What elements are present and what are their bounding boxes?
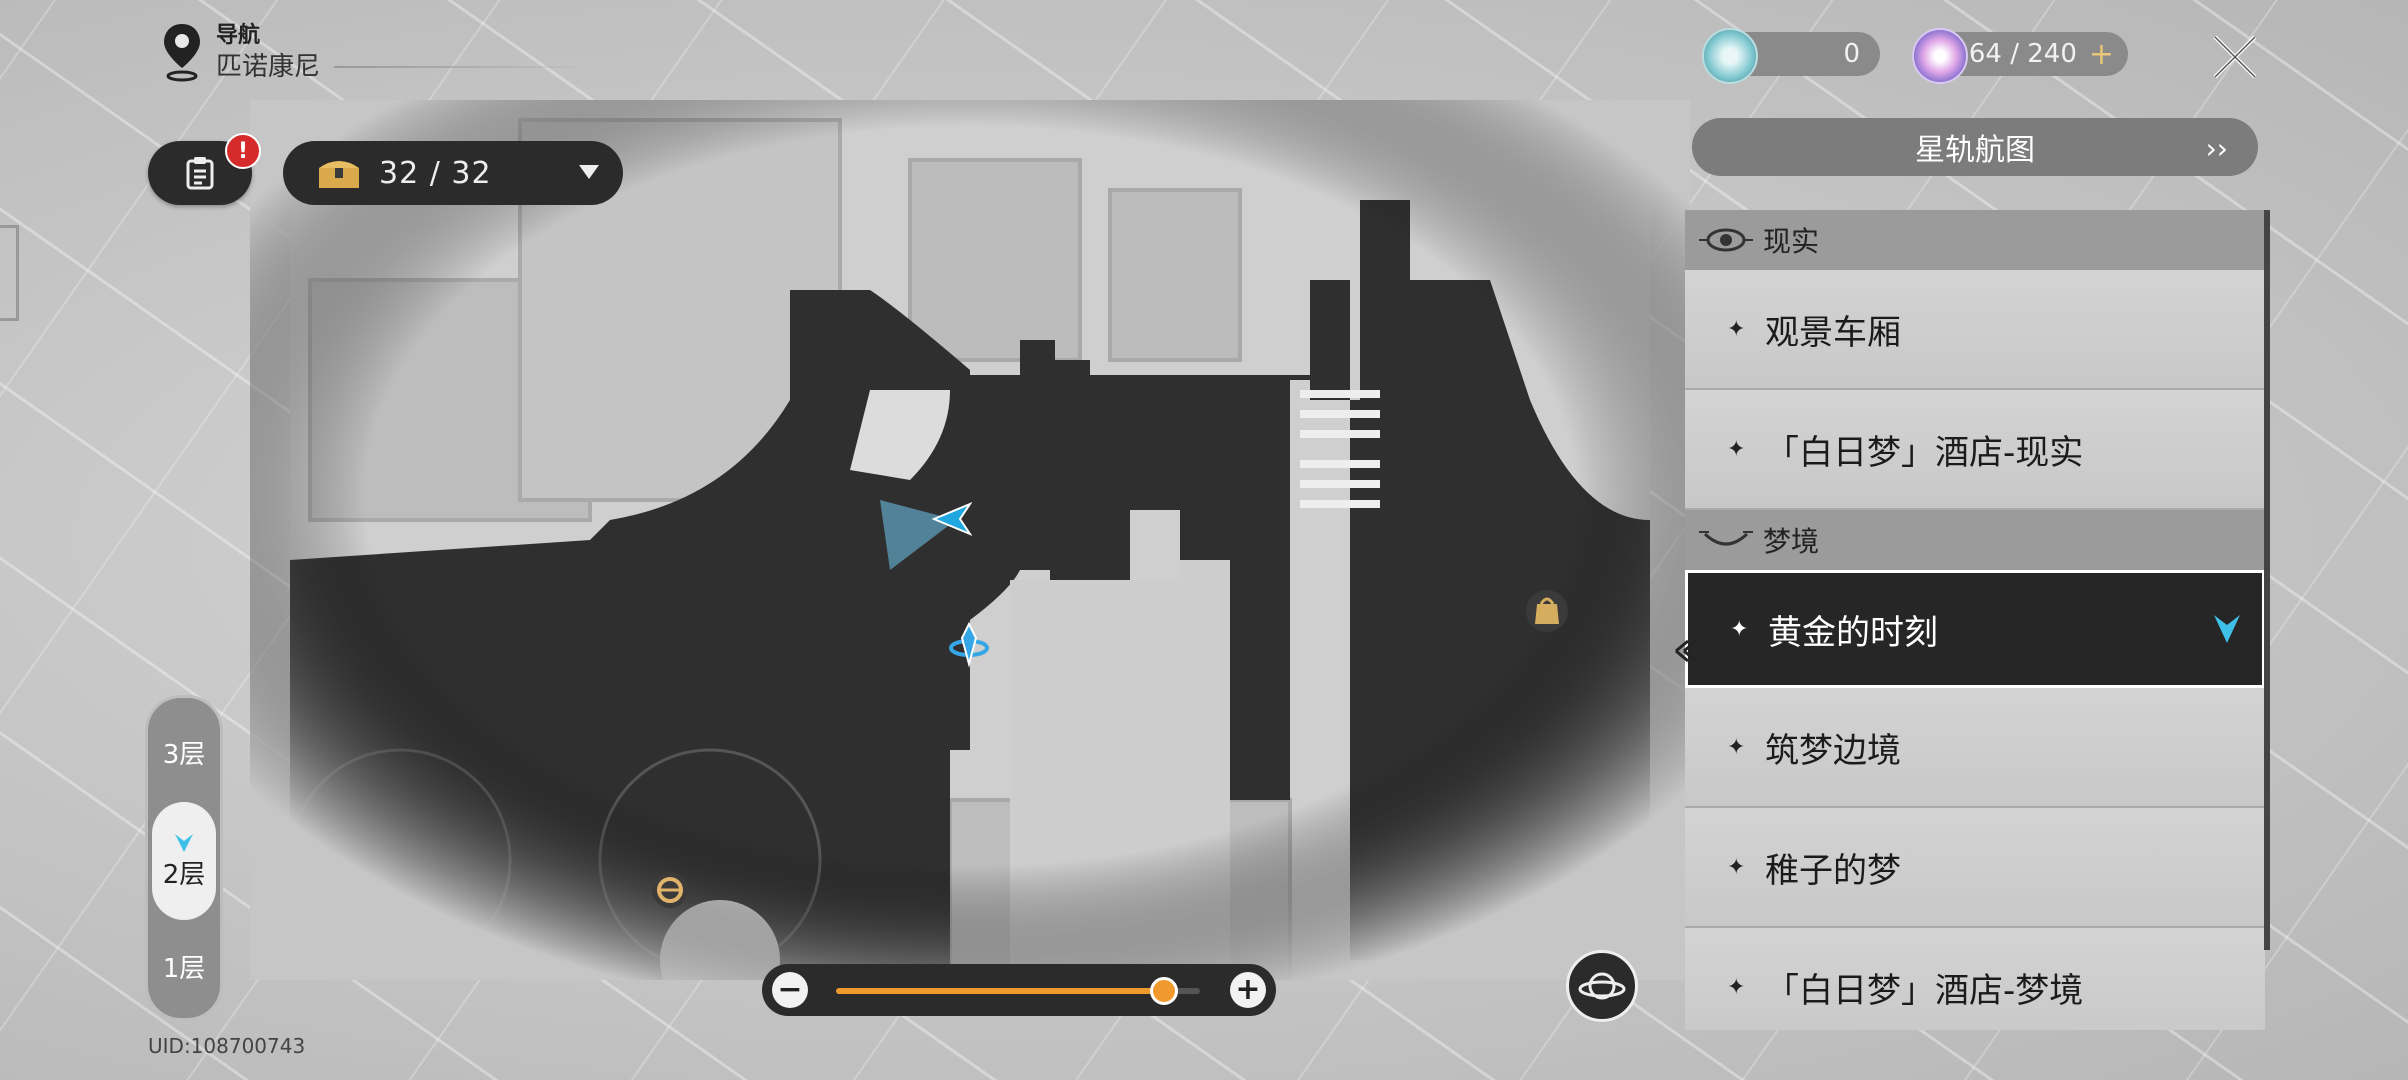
space-anchor-icon[interactable]	[946, 618, 992, 672]
current-floor-marker-icon	[175, 833, 193, 852]
treasure-chest-icon	[319, 161, 359, 188]
notification-badge: !	[225, 133, 261, 169]
planet-switch-button[interactable]	[1566, 950, 1638, 1022]
player-uid: UID:108700743	[148, 1034, 306, 1058]
nav-label: 导航	[216, 23, 261, 48]
current-location-icon	[2214, 615, 2240, 643]
area-item-label: 筑梦边境	[1765, 730, 1901, 771]
trailblaze-power-icon	[1912, 28, 1968, 84]
planet-icon	[1578, 972, 1626, 1000]
star-bullet-icon: ✦	[1727, 854, 1746, 880]
floor-selector: 3层 2层 1层	[145, 695, 223, 1021]
double-chevron-right-icon: ››	[2205, 132, 2228, 165]
floor-2-label: 2层	[162, 859, 206, 890]
area-item-golden-hour[interactable]: ✦ 黄金的时刻	[1685, 570, 2265, 688]
add-power-button[interactable]: +	[2088, 36, 2114, 72]
area-item-label: 观景车厢	[1765, 312, 1901, 353]
floor-1-button[interactable]: 1层	[162, 954, 206, 984]
zoom-slider[interactable]	[836, 977, 1200, 1005]
chest-count: 32 / 32	[379, 155, 492, 191]
area-item-label: 「白日梦」酒店-梦境	[1765, 970, 2084, 1011]
location-pin-icon	[164, 24, 200, 82]
area-item-hotel-reality[interactable]: ✦ 「白日梦」酒店-现实	[1685, 390, 2265, 510]
area-item-label: 稚子的梦	[1765, 850, 1901, 891]
area-item-dream-edge[interactable]: ✦ 筑梦边境	[1685, 688, 2265, 808]
zoom-slider-fill	[836, 988, 1164, 994]
left-edge-decoration	[0, 225, 19, 321]
eye-icon	[1699, 228, 1753, 252]
stellar-jade-value: 0	[1843, 39, 1860, 69]
zoom-out-button[interactable]: −	[772, 972, 808, 1008]
map-view[interactable]	[250, 100, 1690, 1020]
chest-dropdown-arrow-icon[interactable]	[579, 165, 599, 179]
area-item-label: 黄金的时刻	[1768, 612, 1938, 653]
map-canvas[interactable]	[250, 100, 1690, 1020]
area-item-hotel-dreamscape[interactable]: ✦ 「白日梦」酒店-梦境	[1685, 928, 2265, 1030]
trailblaze-power-value: 64 / 240	[1968, 39, 2077, 69]
player-arrow-icon	[932, 502, 972, 536]
synthesizer-icon[interactable]	[650, 870, 690, 910]
star-bullet-icon: ✦	[1727, 974, 1746, 1000]
floor-2-button[interactable]: 2层	[152, 802, 216, 920]
area-item-observation-car[interactable]: ✦ 观景车厢	[1685, 270, 2265, 390]
clipboard-icon	[186, 157, 214, 190]
area-list-panel: 现实 ✦ 观景车厢 ✦ 「白日梦」酒店-现实 梦境 ✦ 黄金的时刻 ✦ 筑梦边境…	[1685, 210, 2265, 1030]
shop-bag-icon[interactable]	[1524, 588, 1570, 634]
section-reality-title: 现实	[1763, 225, 1820, 258]
star-bullet-icon: ✦	[1730, 616, 1749, 642]
region-name: 匹诺康尼	[216, 50, 595, 84]
star-bullet-icon: ✦	[1727, 734, 1746, 760]
zoom-slider-handle[interactable]	[1149, 977, 1178, 1005]
star-rail-map-button[interactable]: 星轨航图 ››	[1692, 118, 2258, 176]
section-reality: 现实	[1685, 210, 2265, 270]
section-dreamscape-title: 梦境	[1763, 525, 1820, 558]
floor-3-button[interactable]: 3层	[162, 740, 206, 770]
star-bullet-icon: ✦	[1727, 316, 1746, 342]
stellar-jade-currency[interactable]: 0	[1702, 28, 1880, 84]
zoom-in-button[interactable]: +	[1230, 972, 1266, 1008]
stellar-jade-icon	[1702, 28, 1758, 84]
close-icon[interactable]	[2210, 32, 2260, 82]
region-divider	[334, 66, 595, 68]
section-dreamscape: 梦境	[1685, 510, 2265, 570]
region-name-text: 匹诺康尼	[216, 52, 321, 82]
treasure-chest-counter[interactable]: 32 / 32	[283, 141, 623, 205]
navigation-header: 导航 匹诺康尼	[160, 22, 595, 84]
area-item-label: 「白日梦」酒店-现实	[1765, 432, 2084, 473]
star-bullet-icon: ✦	[1727, 436, 1746, 462]
zoom-control: − +	[762, 964, 1276, 1016]
dream-icon	[1699, 531, 1753, 546]
trailblaze-power-currency[interactable]: 64 / 240 +	[1912, 28, 2128, 84]
area-item-childs-dream[interactable]: ✦ 稚子的梦	[1685, 808, 2265, 928]
selection-pointer-icon	[1675, 639, 1697, 663]
star-rail-map-label: 星轨航图	[1915, 133, 2035, 168]
panel-scrollbar[interactable]	[2264, 210, 2270, 950]
